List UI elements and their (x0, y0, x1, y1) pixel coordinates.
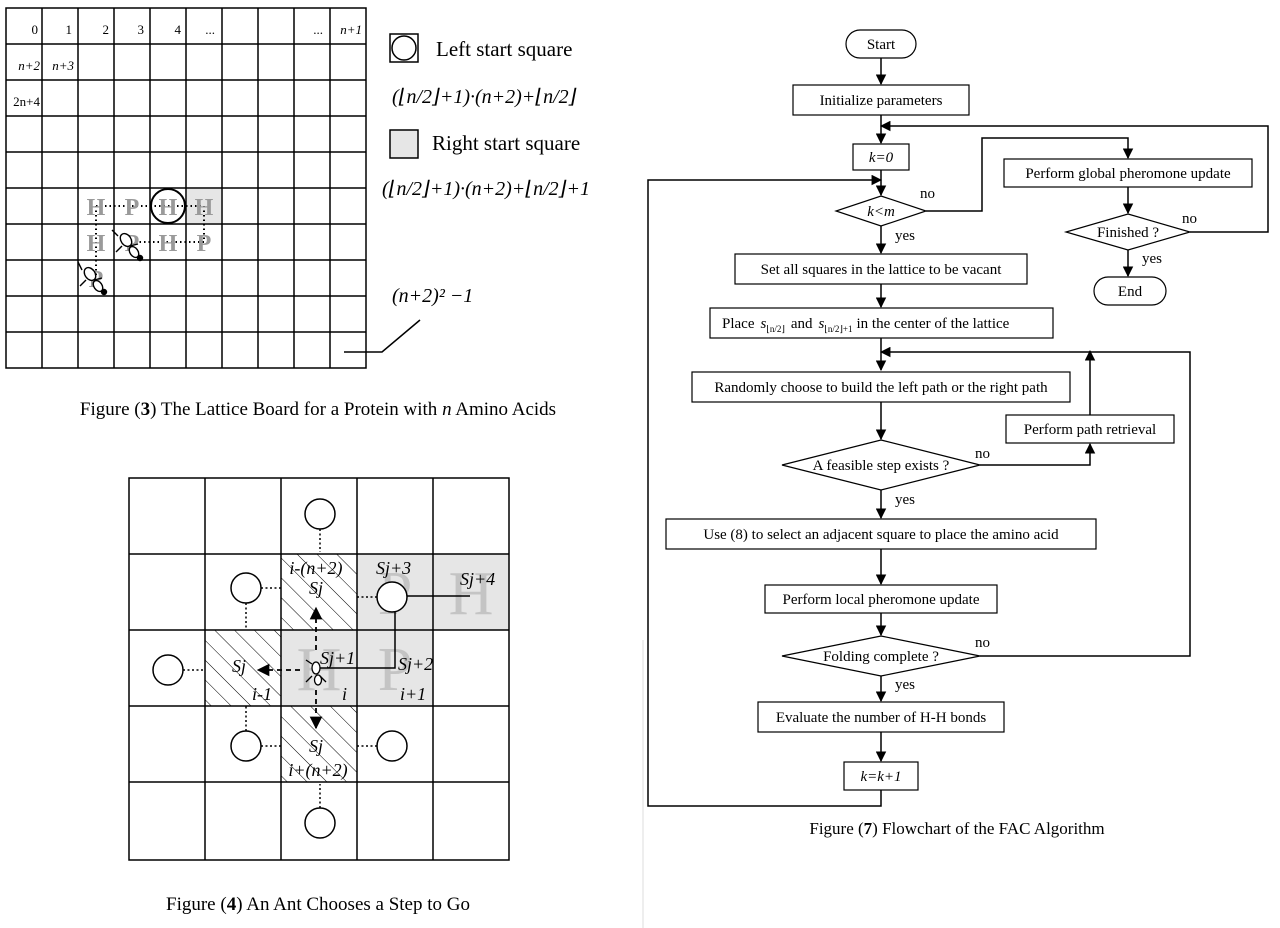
no-label: no (975, 446, 990, 462)
step-arrows (256, 606, 323, 730)
figure-4-caption: Figure (4) An Ant Chooses a Step to Go (166, 894, 470, 915)
residue-letter: H (87, 231, 106, 257)
k-increment-label: k=k+1 (860, 769, 901, 785)
select-square-label: Use (8) to select an adjacent square to … (703, 527, 1059, 543)
figure-4-ant-step: H P P H (128, 477, 510, 915)
vacant-label: Set all squares in the lattice to be vac… (761, 262, 1003, 278)
k-increment-box (843, 761, 919, 791)
global-update-label: Perform global pheromone update (1025, 166, 1231, 182)
legend-right-start: Right start square (389, 129, 580, 159)
label-i: i (342, 684, 347, 704)
cell-label: 4 (175, 22, 182, 37)
residue-letter: H (159, 231, 178, 257)
cell-label: n+3 (52, 58, 74, 73)
yes-label: yes (1142, 251, 1162, 267)
no-label: no (975, 635, 990, 651)
candidate-circles (152, 498, 408, 839)
formula-last-square: (n+2)² −1 (392, 285, 473, 307)
circle-icon (391, 35, 417, 61)
label-i-minus-1: i-1 (252, 684, 272, 704)
legend-right-label: Right start square (432, 131, 580, 155)
label-sj-top: Sj (309, 578, 323, 598)
figure-3-lattice-board: 0 1 2 3 4 ... ... n+1 n+2 n+3 2n+4 H P H… (5, 7, 590, 420)
cell-label: 2 (103, 22, 110, 37)
cell-label: 3 (138, 22, 145, 37)
cell-label: 1 (66, 22, 73, 37)
yes-label: yes (895, 677, 915, 693)
label-sj-bottom: Sj (309, 736, 323, 756)
folding-label: Folding complete ? (823, 649, 939, 665)
cell-index-labels: 0 1 2 3 4 ... ... n+1 n+2 n+3 2n+4 (13, 22, 362, 109)
ant-icon (111, 229, 144, 262)
k-less-m-label: k<m (867, 204, 895, 220)
cell-label: ... (205, 22, 215, 37)
finished-label: Finished ? (1097, 225, 1159, 241)
end-label: End (1118, 284, 1143, 300)
cell-label: 0 (32, 22, 39, 37)
local-update-label: Perform local pheromone update (782, 592, 979, 608)
start-label: Start (867, 37, 896, 53)
residue-letter: P (125, 195, 140, 221)
feasible-label: A feasible step exists ? (813, 458, 950, 474)
ant-icon (305, 659, 327, 686)
left-start-circle (150, 188, 186, 224)
figure-3-caption: Figure (3) The Lattice Board for a Prote… (80, 399, 556, 420)
legend-left-start: Left start square (389, 33, 572, 63)
residue-letter: H (449, 560, 494, 628)
evaluate-label: Evaluate the number of H-H bonds (776, 710, 987, 726)
k0-label: k=0 (869, 150, 894, 166)
path-retrieval-box (1005, 414, 1175, 444)
residue-letter: H (87, 195, 106, 221)
dotted-connectors (183, 529, 377, 808)
label-i-minus-n2: i-(n+2) (289, 558, 342, 579)
yes-label: yes (895, 492, 915, 508)
figure-7-caption: Figure (7) Flowchart of the FAC Algorith… (809, 819, 1104, 838)
figure-7-flowchart: Start Initialize parameters k=0 k<m no y… (647, 29, 1269, 838)
global-update-box (1003, 158, 1253, 188)
no-label: no (920, 186, 935, 202)
label-sj2: Sj+2 (398, 654, 433, 674)
cell-label: n+1 (340, 22, 362, 37)
formula-pointer-line (344, 319, 421, 353)
init-label: Initialize parameters (820, 93, 943, 109)
path-retrieval-label: Perform path retrieval (1024, 422, 1156, 438)
cell-label: n+2 (18, 58, 40, 73)
init-box (792, 84, 970, 116)
step-grid (128, 477, 510, 861)
label-sj-left: Sj (232, 656, 246, 676)
chain-line (319, 595, 470, 669)
label-sj4: Sj+4 (460, 569, 495, 589)
label-sj3: Sj+3 (376, 558, 411, 578)
cell-label: 2n+4 (13, 94, 40, 109)
residue-letter: P (197, 231, 212, 257)
choose-path-label: Randomly choose to build the left path o… (714, 380, 1048, 396)
cell-label: ... (313, 22, 323, 37)
residue-letter: H (195, 195, 214, 221)
choose-path-box (691, 371, 1071, 403)
local-update-box (764, 584, 998, 614)
ant-icon (77, 261, 108, 296)
label-sj1: Sj+1 (320, 648, 355, 668)
evaluate-box (757, 701, 1005, 733)
label-i-plus-1: i+1 (400, 684, 426, 704)
no-label: no (1182, 211, 1197, 227)
cell-labels: i-(n+2) Sj Sj+3 Sj+4 Sj Sj+1 Sj+2 i-1 i … (232, 558, 495, 781)
label-i-plus-n2: i+(n+2) (288, 760, 347, 781)
formula-right-start: (⌊n/2⌋+1)·(n+2)+⌊n/2⌋+1 (382, 178, 590, 200)
legend-left-label: Left start square (436, 37, 572, 61)
yes-label: yes (895, 228, 915, 244)
end-terminal (1093, 276, 1167, 306)
residue-letter: H (159, 195, 178, 221)
lattice-grid (5, 7, 367, 369)
formula-left-start: (⌊n/2⌋+1)·(n+2)+⌊n/2⌋ (392, 86, 577, 108)
shaded-square-icon (389, 129, 419, 159)
k0-box (852, 143, 910, 171)
